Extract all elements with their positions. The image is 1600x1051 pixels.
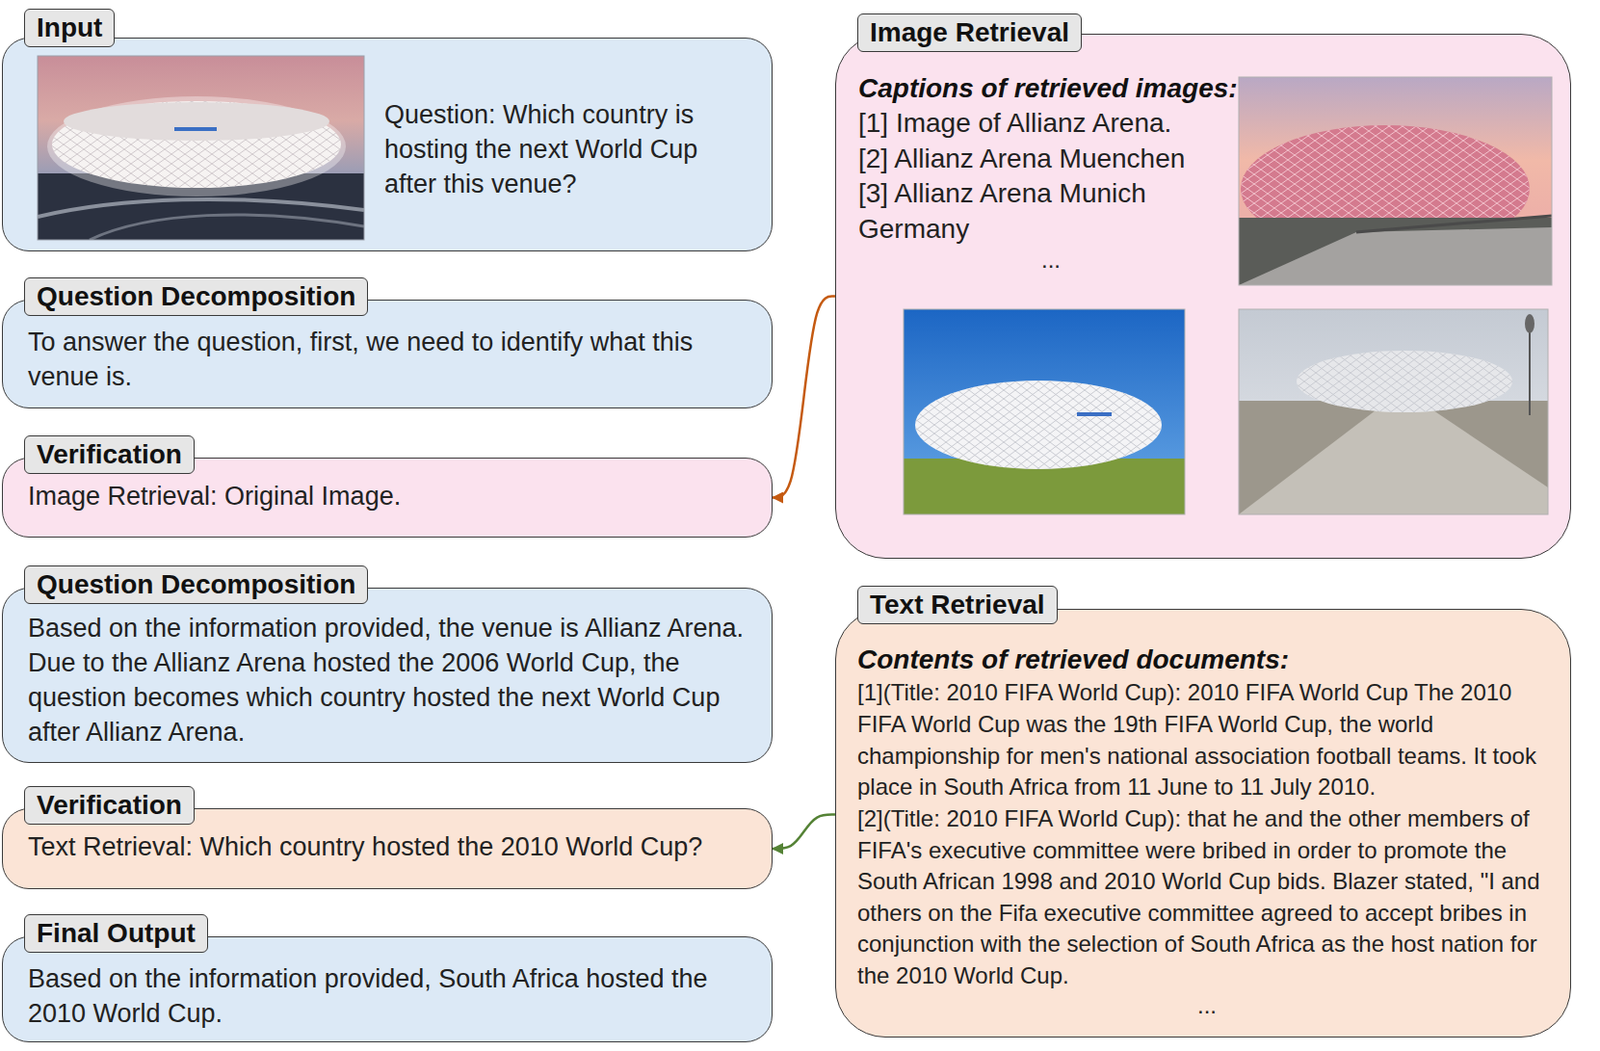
process-box: Text RetrievalContents of retrieved docu…: [835, 608, 1572, 1038]
sky: [37, 55, 365, 240]
sky: [1238, 309, 1548, 515]
process-box: Question DecompositionBased on the infor…: [1, 587, 773, 763]
sky: [903, 309, 1185, 515]
box-heading: Question Decomposition: [24, 565, 368, 604]
box-body: To answer the question, first, we need t…: [27, 325, 757, 395]
box-text: [1](Title: 2010 FIFA World Cup): 2010 FI…: [857, 677, 1557, 804]
box-body: Based on the information provided, the v…: [27, 611, 757, 751]
lamp-head: [1524, 314, 1535, 334]
stadium-lattice: [52, 101, 341, 188]
photo-frame: [903, 309, 1185, 515]
connector-group: [772, 296, 836, 850]
connector-arrow: [772, 814, 836, 849]
sky: [1238, 77, 1552, 286]
stadium-lattice: [915, 380, 1162, 470]
road: [89, 214, 365, 240]
photo-content: [1238, 309, 1548, 515]
box-text: Captions of retrieved images:: [858, 71, 1244, 106]
photo-frame: [1238, 77, 1552, 286]
process-box: Final OutputBased on the information pro…: [1, 936, 773, 1043]
process-box: VerificationText Retrieval: Which countr…: [1, 808, 773, 890]
box-heading: Final Output: [24, 914, 209, 953]
lamp-post: [1528, 323, 1531, 416]
box-text: Image Retrieval: Original Image.: [27, 479, 757, 515]
photo-content: [37, 55, 365, 240]
connector-arrow: [772, 296, 836, 499]
box-text: [2](Title: 2010 FIFA World Cup): that he…: [857, 803, 1557, 993]
stadium-sign: [174, 127, 217, 132]
box-heading: Question Decomposition: [24, 277, 368, 316]
box-text: Based on the information provided, the v…: [27, 611, 757, 751]
box-text: ...: [857, 992, 1557, 1021]
stadium-body: [1296, 350, 1513, 413]
stadium-sign: [1076, 412, 1112, 417]
box-text: Question: Which country is hosting the n…: [384, 98, 753, 203]
photo-content: [903, 309, 1185, 515]
box-text: Contents of retrieved documents:: [857, 642, 1557, 678]
box-body: Based on the information provided, South…: [27, 962, 757, 1032]
box-text: [3] Allianz Arena Munich Germany: [858, 176, 1244, 247]
box-heading: Verification: [24, 786, 195, 825]
stadium-body: [915, 380, 1162, 470]
stadium-body: [52, 101, 341, 188]
process-box: InputQuestion: Which country is hosting …: [1, 37, 773, 252]
process-box: VerificationImage Retrieval: Original Im…: [1, 457, 773, 538]
box-body: Captions of retrieved images:[1] Image o…: [858, 71, 1244, 275]
box-heading: Input: [24, 8, 115, 48]
ground: [1238, 400, 1548, 515]
stadium-lattice: [1296, 350, 1513, 413]
box-body: Image Retrieval: Original Image.: [27, 479, 757, 515]
box-body: Contents of retrieved documents:[1](Titl…: [857, 642, 1557, 1020]
box-text: [2] Allianz Arena Muenchen: [858, 141, 1244, 177]
box-text: Text Retrieval: Which country hosted the…: [27, 830, 757, 866]
photo-frame: [37, 55, 365, 240]
box-text: [1] Image of Allianz Arena.: [858, 105, 1244, 141]
photo-content: [1238, 77, 1552, 286]
stadium-roof: [63, 102, 330, 141]
road: [37, 199, 365, 217]
photo-frame: [1238, 309, 1548, 515]
box-body: Question: Which country is hosting the n…: [384, 98, 753, 203]
railing: [1356, 215, 1552, 233]
box-text: Based on the information provided, South…: [27, 962, 757, 1032]
box-heading: Text Retrieval: [857, 585, 1058, 625]
road: [1238, 227, 1552, 286]
box-text: ...: [858, 246, 1244, 275]
box-heading: Verification: [24, 435, 195, 474]
box-heading: Image Retrieval: [857, 13, 1082, 53]
process-box: Question DecompositionTo answer the ques…: [1, 299, 773, 409]
process-box: Image RetrievalCaptions of retrieved ima…: [835, 33, 1572, 559]
box-body: Text Retrieval: Which country hosted the…: [27, 830, 757, 866]
road: [1238, 410, 1548, 515]
box-text: To answer the question, first, we need t…: [27, 325, 757, 395]
glow: [47, 96, 346, 197]
